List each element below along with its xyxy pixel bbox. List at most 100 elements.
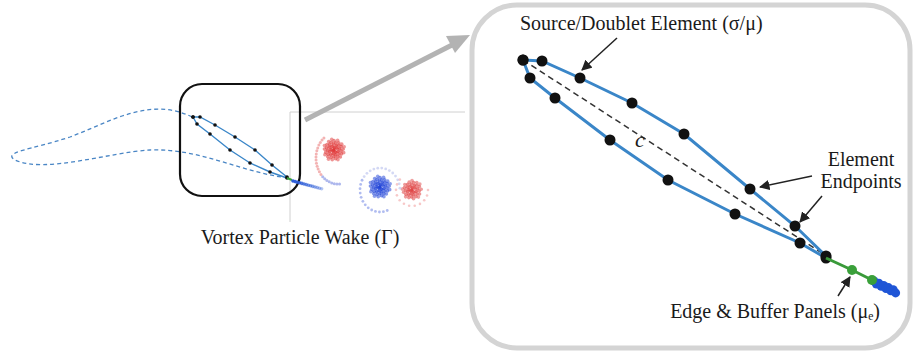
element-endpoint [663,175,674,186]
edge-endpoint [867,275,877,285]
vortex-particle [404,195,408,199]
vortex-particle [388,182,392,186]
vortex-particle [402,190,406,194]
vortex-particle [318,170,321,173]
element-endpoint [679,129,690,140]
vortex-particle [315,149,318,152]
element-endpoint [525,73,536,84]
element-line [193,117,287,178]
vortex-particle [407,196,411,200]
vortex-particle [361,179,364,182]
element-endpoint [790,221,801,232]
vortex-particle [359,183,362,186]
element-endpoint [627,98,638,109]
vortex-particle [427,189,430,192]
edge-endpoint [847,265,857,275]
chord-line [523,60,828,257]
small-airfoil [191,115,292,180]
vortex-particle [315,152,318,155]
element-endpoint [537,56,548,67]
vortex-particle [373,194,377,198]
vortex-particle [360,196,363,199]
vortex-particle [323,147,327,151]
vortex-particle [327,140,331,144]
vortex-particle [320,187,324,191]
edge-label: Edge & Buffer Panels (μₑ) [670,300,880,322]
vortex-particle [403,183,407,187]
vortex-particle [386,209,389,212]
vortex-particle [382,210,385,213]
element-endpoint [248,161,252,165]
vortex-particle [336,158,340,162]
vortex-particle [378,211,381,214]
element-endpoint [550,93,561,104]
leader-arrow [582,38,617,70]
element-endpoint [233,135,237,139]
vortex-particle [410,179,414,183]
vortex-particle [396,194,399,197]
vortex-particle [396,183,399,186]
vortex-particle [372,168,375,171]
vortex-particle [370,209,373,212]
vortex-particle [369,190,373,194]
leader-arrow [800,196,822,222]
vortex-particle [417,195,421,199]
vortex-particle [418,182,422,186]
element-endpoint [198,115,202,119]
vortex-particle [373,177,377,181]
vortex-particle [374,210,377,213]
element-endpoint [745,184,756,195]
vortex-particle [342,151,346,155]
vortex-particle [323,144,327,148]
vortex-particle [330,158,334,162]
element-endpoint [605,135,616,146]
vortex-particle [315,156,318,159]
vortex-particle [366,172,369,175]
edge-panel [287,178,292,180]
edge-panels [826,258,900,297]
element-endpoint [730,209,741,220]
vortex-particle [342,145,346,149]
zoom-box [180,84,300,196]
leader-arrow [838,277,850,296]
endpoints-label: Element Endpoints [811,148,911,192]
vortex-particle [369,169,372,172]
element-endpoint [195,122,199,126]
vortex-particle [338,182,341,185]
vortex-particle [376,175,380,179]
vortex-wake [291,136,429,213]
element-endpoint [228,148,232,152]
vortex-particle [369,181,373,185]
element-endpoint [253,148,257,152]
vortex-particle [388,188,392,192]
vortex-particle [340,142,344,146]
vortex-particle [388,169,391,172]
vortex-particle [394,175,397,178]
vortex-particle [363,175,366,178]
element-endpoint [575,73,586,84]
element-endpoint [518,55,529,66]
edge-panel [826,258,872,280]
vortex-particle [408,204,411,207]
vortex-particle [315,162,318,165]
vortex-particle [369,184,373,188]
element-line [523,60,826,256]
vortex-particle [399,178,402,181]
vortex-particle [333,182,336,185]
vortex-particle [386,179,390,183]
zoom-panel [472,5,910,348]
zoom-arrowhead [446,35,470,53]
leader-arrow [760,176,812,187]
vortex-particle [419,203,422,206]
vortex-particle [382,176,386,180]
vortex-particle [364,203,367,206]
vortex-particle [413,204,416,207]
vortex-particle [327,157,331,161]
vortex-particle [319,173,322,176]
element-line [523,60,826,258]
element-endpoint [268,170,272,174]
vortex-particle [385,192,389,196]
element-endpoint [213,123,217,127]
vortex-particle [415,181,419,185]
